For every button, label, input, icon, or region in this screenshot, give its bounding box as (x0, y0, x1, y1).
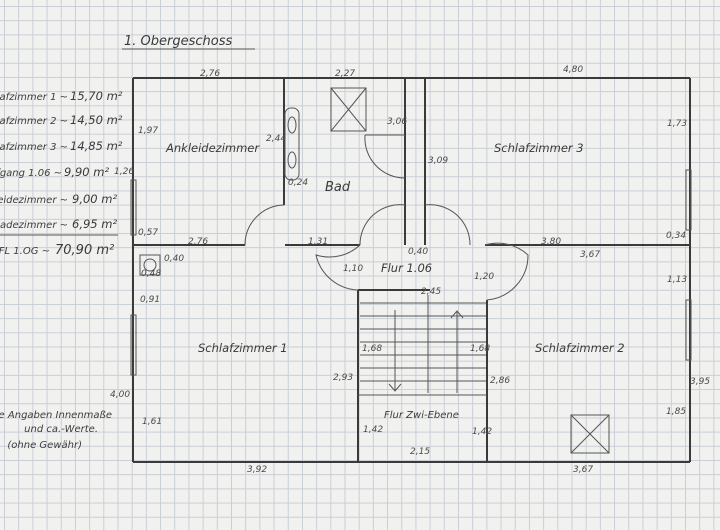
dimension-label: 3,67 (580, 250, 600, 260)
dimensions: 2,76 2,27 4,80 1,97 2,44 0,24 3,06 3,09 … (110, 65, 710, 475)
label: 14,50 m² (70, 113, 123, 127)
room-bad: Bad (325, 180, 351, 195)
chimney-icon (139, 254, 161, 276)
dimension-label: 2,15 (410, 447, 430, 457)
dimension-label: 0,91 (140, 295, 160, 305)
dimension-label: 4,00 (110, 390, 130, 400)
dimension-label: 1,61 (142, 417, 162, 427)
dimension-label: 1,42 (472, 427, 492, 437)
dimension-label: 0,57 (138, 228, 158, 238)
dimension-label: 3,95 (690, 377, 710, 387)
label: 14,85 m² (70, 139, 123, 153)
window-icon (685, 299, 692, 361)
dimension-label: 1,97 (138, 126, 158, 136)
dimension-label: 0,40 (164, 254, 184, 264)
dimension-label: 1,42 (363, 425, 383, 435)
dimension-label: 0,40 (408, 247, 428, 257)
room-labels: Ankleidezimmer Bad Schlafzimmer 3 Flur 1… (165, 141, 625, 421)
dimension-label: 0,48 (141, 269, 161, 279)
room-schlafzimmer-3: Schlafzimmer 3 (494, 141, 584, 155)
dimension-label: 2,45 (421, 287, 441, 297)
dimension-label: 1,73 (667, 119, 687, 129)
room-flur-zwi-ebene: Flur Zwi-Ebene (384, 410, 459, 421)
dimension-label: 1,20 (474, 272, 494, 282)
label: [WFL 1.OG ~ (0, 246, 50, 257)
label: Schlafzimmer 3 ~ (0, 142, 68, 153)
label: 6,95 m² (72, 217, 117, 231)
notes: Alle Angaben Innenmaße und ca.-Werte. (o… (0, 410, 112, 451)
label: 9,90 m² (64, 165, 109, 179)
dimension-label: 4,80 (563, 65, 583, 75)
dimension-label: 2,86 (490, 376, 510, 386)
label: 70,90 m² (55, 243, 114, 258)
label: Badezimmer ~ (0, 220, 68, 231)
label: Ankleidezimmer ~ (0, 195, 68, 206)
dimension-label: 2,76 (188, 237, 208, 247)
dimension-label: 2,44 (266, 134, 286, 144)
window-icon (130, 314, 137, 376)
sink-icon (284, 107, 300, 181)
dimension-label: 3,06 (387, 117, 407, 127)
label: Flur/Aufgang 1.06 ~ (0, 168, 62, 179)
dimension-label: 3,67 (573, 465, 593, 475)
window-icon (685, 169, 692, 231)
label: Alle Angaben Innenmaße (0, 410, 112, 421)
label: 9,00 m² (72, 192, 117, 206)
dimension-label: 1,31 (308, 237, 328, 247)
label: 15,70 m² (70, 89, 123, 103)
shower-icon (330, 87, 367, 132)
label: Schlafzimmer 2 ~ (0, 116, 68, 127)
room-ankleidezimmer: Ankleidezimmer (165, 141, 260, 155)
label: (ohne Gewähr) (7, 440, 82, 451)
dimension-label: 1,68 (362, 344, 382, 354)
room-schlafzimmer-1: Schlafzimmer 1 (198, 341, 288, 355)
fixtures (130, 87, 692, 454)
dimension-label: 3,92 (247, 465, 267, 475)
area-list: Schlafzimmer 1 ~ 15,70 m² Schlafzimmer 2… (0, 89, 123, 258)
label: und ca.-Werte. (24, 424, 98, 435)
dimension-label: 2,76 (200, 69, 220, 79)
window-icon (130, 179, 137, 236)
dimension-label: 1,10 (343, 264, 363, 274)
dimension-label: 0,34 (666, 231, 686, 241)
dimension-label: 1,85 (666, 407, 686, 417)
skylight-icon (570, 414, 610, 454)
room-schlafzimmer-2: Schlafzimmer 2 (535, 341, 625, 355)
label: Schlafzimmer 1 ~ (0, 92, 68, 103)
dimension-label: 3,80 (541, 237, 561, 247)
stairs (360, 295, 486, 393)
dimension-label: 1,26 (114, 167, 134, 177)
plan-title: 1. Obergeschoss (124, 34, 232, 49)
dimension-label: 1,13 (667, 275, 687, 285)
dimension-label: 2,93 (333, 373, 353, 383)
dimension-label: 0,24 (288, 178, 308, 188)
doors (244, 134, 529, 301)
walls (132, 77, 691, 463)
room-flur: Flur 1.06 (381, 261, 432, 275)
dimension-label: 1,68 (470, 344, 490, 354)
dimension-label: 3,09 (428, 156, 448, 166)
dimension-label: 2,27 (335, 69, 355, 79)
